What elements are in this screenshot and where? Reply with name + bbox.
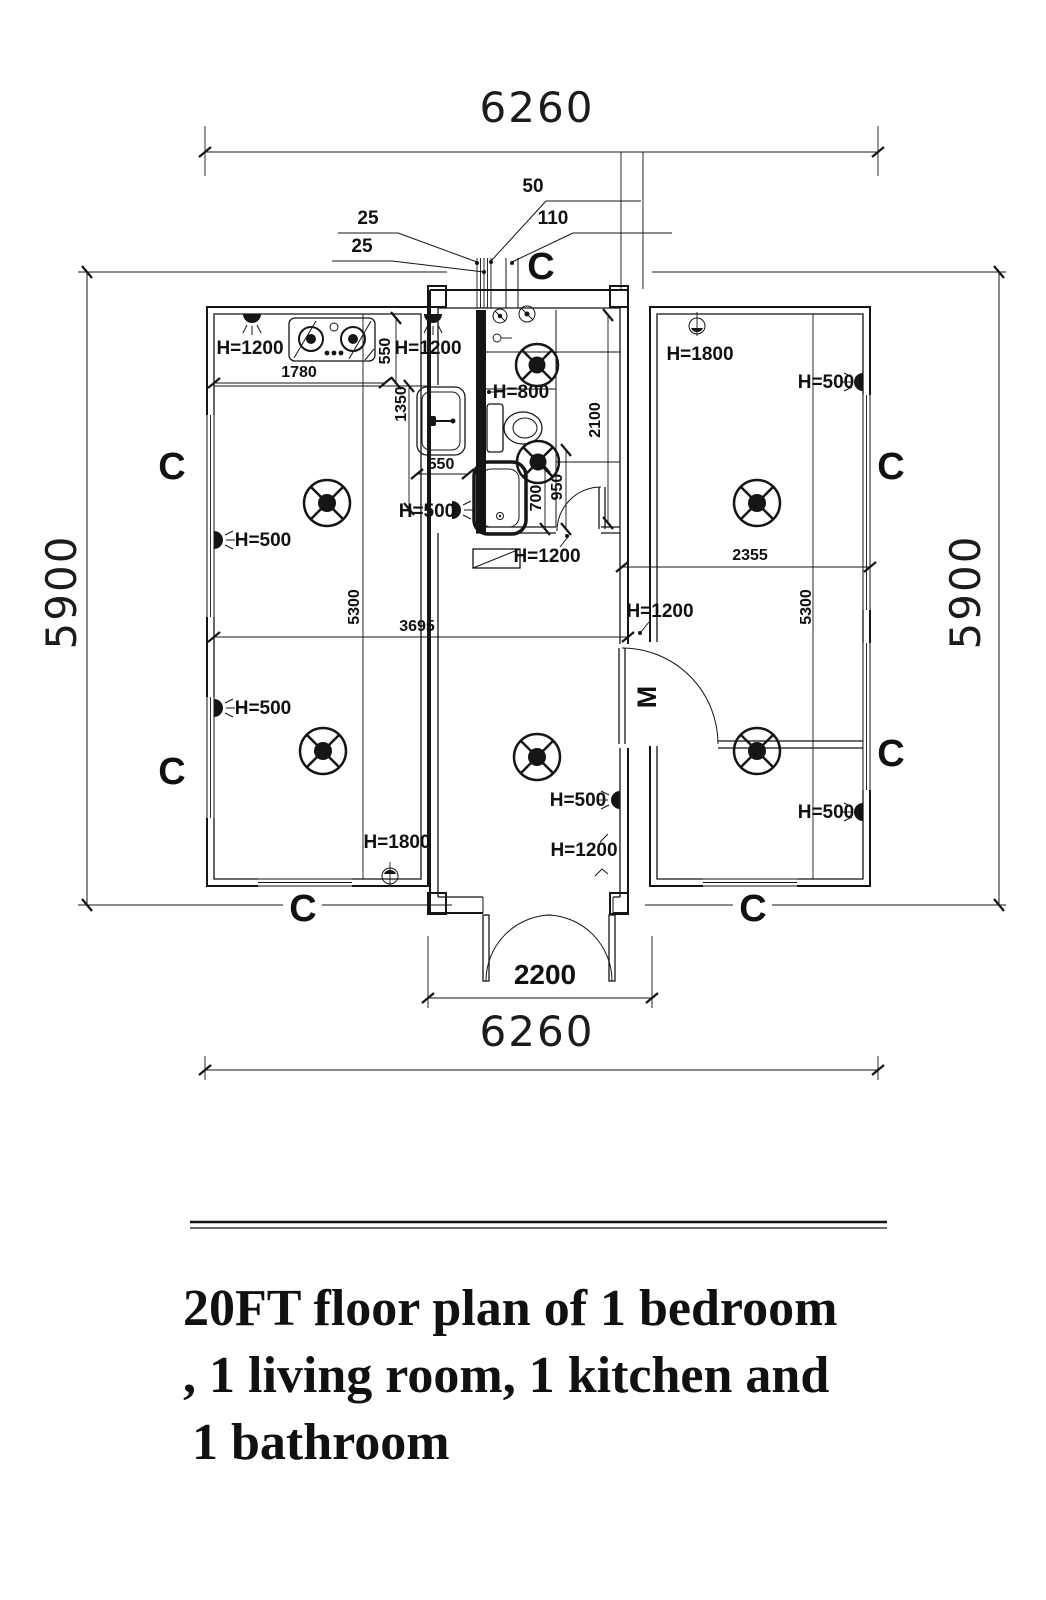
ceiling-light-bath-lower	[515, 439, 561, 485]
bathroom-dimensions: H=800 2100 700 950	[487, 308, 614, 536]
ceiling-light-bedroom-lower	[732, 726, 782, 776]
section-marker-left-lower: C	[158, 751, 185, 793]
title-line-2: , 1 living room, 1 kitchen and	[183, 1347, 829, 1404]
leader-25b-text: 25	[351, 236, 373, 257]
door-marker-m: M	[632, 686, 662, 709]
dim-room-depth-left: 5300	[346, 589, 363, 625]
dimension-top-width: 6260	[198, 83, 885, 289]
label-h1200-entry: H=1200	[550, 840, 617, 861]
section-markers: C C C C C C	[158, 446, 904, 930]
dim-right-depth-text: 5900	[941, 535, 990, 650]
section-marker-bottom-right: C	[739, 888, 766, 930]
dim-bath-width-a: 700	[528, 485, 545, 512]
title-line-3: 1 bathroom	[192, 1414, 450, 1471]
section-marker-top: C	[527, 246, 554, 288]
section-marker-bottom-left: C	[289, 888, 316, 930]
interior-dimensions: 3695 5300 5300 2355	[207, 547, 877, 643]
dim-sink-offset: 1350	[393, 386, 410, 422]
title-block: 20FT floor plan of 1 bedroom , 1 living …	[183, 1220, 887, 1471]
ceiling-light-bath-upper	[514, 342, 560, 388]
dim-sink-width: 550	[428, 456, 455, 473]
dimension-entry-width: 2200	[421, 936, 659, 1008]
wall-layer-leaders: 25 25 50 110 C	[332, 176, 672, 308]
label-h500-hall: H=500	[550, 790, 607, 811]
label-h1200-kitchen-left: H=1200	[216, 338, 283, 359]
wall-lamp-right-lower: H=500	[798, 802, 863, 823]
label-h800: H=800	[493, 382, 550, 403]
entry-double-door	[482, 914, 616, 982]
dim-counter-width: 1780	[281, 364, 317, 381]
kitchen-sink: 550	[410, 386, 475, 480]
switch-entry: H=1200	[550, 833, 618, 877]
ceiling-light-bedroom	[732, 478, 782, 528]
section-marker-left-upper: C	[158, 446, 185, 488]
label-h1200-door: H=1200	[626, 601, 693, 622]
ceiling-fixture-living: H=1800	[363, 832, 431, 886]
label-h1800-living: H=1800	[363, 832, 430, 853]
left-wing-walls	[204, 306, 429, 889]
dimension-left-depth: 5900	[37, 265, 452, 912]
dim-counter-depth: 550	[377, 338, 394, 365]
ceiling-light-hall	[512, 732, 562, 782]
right-wing-walls	[648, 306, 873, 889]
center-module-walls	[427, 285, 629, 915]
section-marker-right-upper: C	[877, 446, 904, 488]
kitchen-cooktop	[288, 317, 376, 362]
dim-room-depth-right: 5300	[798, 589, 815, 625]
wall-lamp-kitchen-left: H=1200	[216, 314, 284, 359]
label-h1200-tv: H=1200	[513, 546, 580, 567]
label-h500-right-lower: H=500	[798, 802, 855, 823]
leader-110-text: 110	[538, 208, 569, 229]
label-h500-left-upper: H=500	[235, 530, 292, 551]
label-h500-right-upper: H=500	[798, 372, 855, 393]
tv-unit: H=1200	[472, 534, 581, 569]
wall-lamp-kitchen-right: H=1200	[394, 314, 462, 359]
dimension-bottom-width: 6260	[198, 1007, 885, 1080]
dim-entry-width-text: 2200	[514, 959, 576, 990]
label-h500-shower: H=500	[399, 501, 456, 522]
wall-lamp-right-upper: H=500	[798, 372, 863, 393]
kitchen-dimensions: 1780 550 1350	[207, 311, 415, 516]
dim-left-depth-text: 5900	[37, 535, 86, 650]
label-h1800-bedroom: H=1800	[666, 344, 733, 365]
wall-lamp-hall: H=500	[550, 790, 620, 811]
title-line-1: 20FT floor plan of 1 bedroom	[183, 1280, 837, 1337]
label-h500-left-lower: H=500	[235, 698, 292, 719]
wall-lamp-left-upper: H=500	[214, 530, 291, 551]
wall-lamp-shower: H=500	[399, 500, 473, 522]
section-marker-right-lower: C	[877, 733, 904, 775]
ceiling-fixture-bedroom: H=1800	[666, 312, 734, 365]
dim-living-length: 3695	[399, 618, 435, 635]
wall-lamp-left-lower: H=500	[214, 698, 291, 719]
ceiling-light-living-lower	[298, 726, 348, 776]
leader-25a-text: 25	[357, 208, 379, 229]
label-h1200-kitchen-right: H=1200	[394, 338, 461, 359]
dim-top-width-text: 6260	[480, 83, 595, 132]
dim-bottom-width-text: 6260	[480, 1007, 595, 1056]
leader-50-text: 50	[522, 176, 543, 197]
shower	[472, 460, 528, 536]
dimension-right-depth: 5900	[645, 265, 1006, 912]
bedroom-door: M H=1200	[618, 601, 719, 745]
dim-bedroom-width: 2355	[732, 547, 768, 564]
ceiling-light-living-upper	[302, 478, 352, 528]
dim-bath-length: 2100	[587, 402, 604, 438]
